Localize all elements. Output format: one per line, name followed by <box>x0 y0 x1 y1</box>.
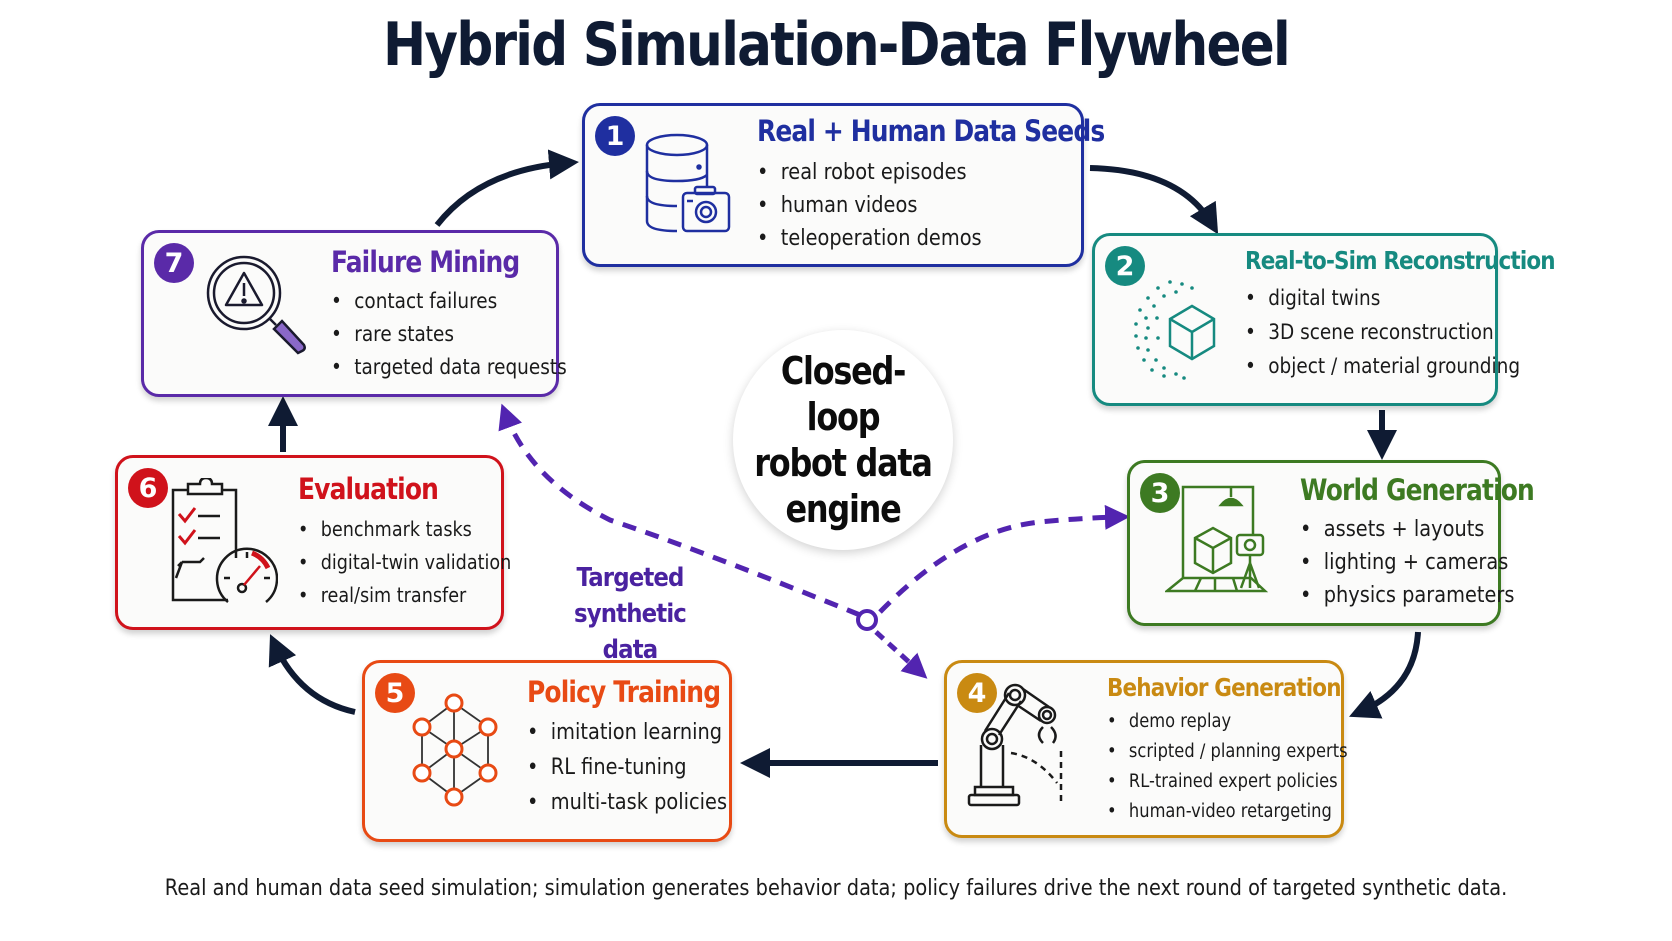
database-camera-icon <box>645 133 731 233</box>
bullet-item: human videos <box>757 189 982 222</box>
diagram-caption: Real and human data seed simulation; sim… <box>164 876 1508 901</box>
arrow-3-to-4 <box>1349 631 1421 719</box>
stage-title: Behavior Generation <box>1107 673 1342 702</box>
stage-title: Real + Human Data Seeds <box>757 114 1105 148</box>
point-cloud-cube-icon <box>1134 280 1216 380</box>
center-label-line: engine <box>785 487 901 531</box>
neural-network-icon <box>412 693 498 807</box>
bullet-item: assets + layouts <box>1300 513 1514 546</box>
bullet-item: real/sim transfer <box>298 579 511 612</box>
clipboard-gauge-icon <box>171 478 278 603</box>
stage-bullets: contact failures rare states targeted da… <box>331 285 599 384</box>
stage-bullets: assets + layouts lighting + cameras phys… <box>1300 513 1544 612</box>
bullet-item: rare states <box>331 318 567 351</box>
bullet-item: 3D scene reconstruction <box>1245 315 1520 349</box>
bullet-item: lighting + cameras <box>1300 546 1514 579</box>
targeted-synthetic-data-label: Targeted synthetic data <box>546 560 713 668</box>
bullet-item: human-video retargeting <box>1107 797 1348 827</box>
bullet-item: targeted data requests <box>331 351 567 384</box>
stage-title: Failure Mining <box>331 245 520 279</box>
diagram-title: Hybrid Simulation-Data Flywheel <box>382 10 1291 80</box>
stage-number-badge: 3 <box>1140 473 1180 513</box>
stage-title: Evaluation <box>298 472 439 506</box>
stage-bullets: digital twins 3D scene reconstruction ob… <box>1245 281 1558 383</box>
bullet-item: real robot episodes <box>757 156 982 189</box>
arrow-7-to-1 <box>434 149 579 227</box>
stage-title: Policy Training <box>527 675 721 709</box>
stage-4-behavior-generation[interactable]: 4 Behavior Generation demo replay script… <box>944 660 1348 838</box>
stage-number-badge: 6 <box>128 468 168 508</box>
stage-number-badge: 4 <box>957 673 997 713</box>
bullet-item: benchmark tasks <box>298 513 511 546</box>
stage-bullets: real robot episodes human videos teleope… <box>757 156 1012 255</box>
stage-2-real-to-sim-reconstruction[interactable]: 2 Real-to-Sim Reconstruction digital twi… <box>1092 233 1556 406</box>
label-line: Targeted <box>576 563 684 593</box>
bullet-item: digital twins <box>1245 281 1520 315</box>
stage-number-badge: 7 <box>154 243 194 283</box>
bullet-item: RL-trained expert policies <box>1107 767 1348 797</box>
center-hub: Closed-loop robot data engine <box>733 330 953 550</box>
stage-3-world-generation[interactable]: 3 World Generation assets + layouts ligh… <box>1127 460 1535 626</box>
junction-node <box>856 609 878 631</box>
stage-title: Real-to-Sim Reconstruction <box>1245 246 1556 275</box>
bullet-item: demo replay <box>1107 707 1348 737</box>
center-label-line: robot data <box>754 441 933 485</box>
bullet-item: imitation learning <box>527 715 727 750</box>
bullet-item: teleoperation demos <box>757 222 982 255</box>
bullet-item: physics parameters <box>1300 579 1515 612</box>
stage-1-real-human-data-seeds[interactable]: 1 Real + Human Data Seeds real robot epi… <box>582 103 1105 267</box>
bullet-item: object / material grounding <box>1245 349 1520 383</box>
stage-bullets: demo replay scripted / planning experts … <box>1107 707 1380 827</box>
stage-number-badge: 1 <box>595 116 635 156</box>
bullet-item: contact failures <box>331 285 567 318</box>
stage-bullets: imitation learning RL fine-tuning multi-… <box>527 715 754 820</box>
dashed-arrow-to-4 <box>874 630 928 679</box>
label-line: synthetic data <box>573 599 687 665</box>
bullet-item: multi-task policies <box>527 785 727 820</box>
bullet-item: digital-twin validation <box>298 546 512 579</box>
arrow-5-to-6 <box>268 634 356 715</box>
stage-number-badge: 5 <box>375 673 415 713</box>
stage-number-badge: 2 <box>1105 246 1145 286</box>
stage-6-evaluation[interactable]: 6 Evaluation benchmark tasks digital-twi… <box>115 455 511 630</box>
stage-title: World Generation <box>1300 473 1535 507</box>
magnifier-warning-icon <box>206 255 306 355</box>
bullet-item: RL fine-tuning <box>527 750 727 785</box>
arrow-1-to-2 <box>1089 165 1219 235</box>
stage-5-policy-training[interactable]: 5 Policy Training imitation learning RL … <box>362 660 732 842</box>
scene-studio-icon <box>1165 485 1269 593</box>
bullet-item: scripted / planning experts <box>1107 737 1348 767</box>
robot-arm-icon <box>967 683 1063 807</box>
stage-7-failure-mining[interactable]: 7 Failure Mining contact failures rare s… <box>141 230 567 397</box>
stage-bullets: benchmark tasks digital-twin validation … <box>298 513 540 612</box>
center-label-line: Closed-loop <box>780 349 906 439</box>
